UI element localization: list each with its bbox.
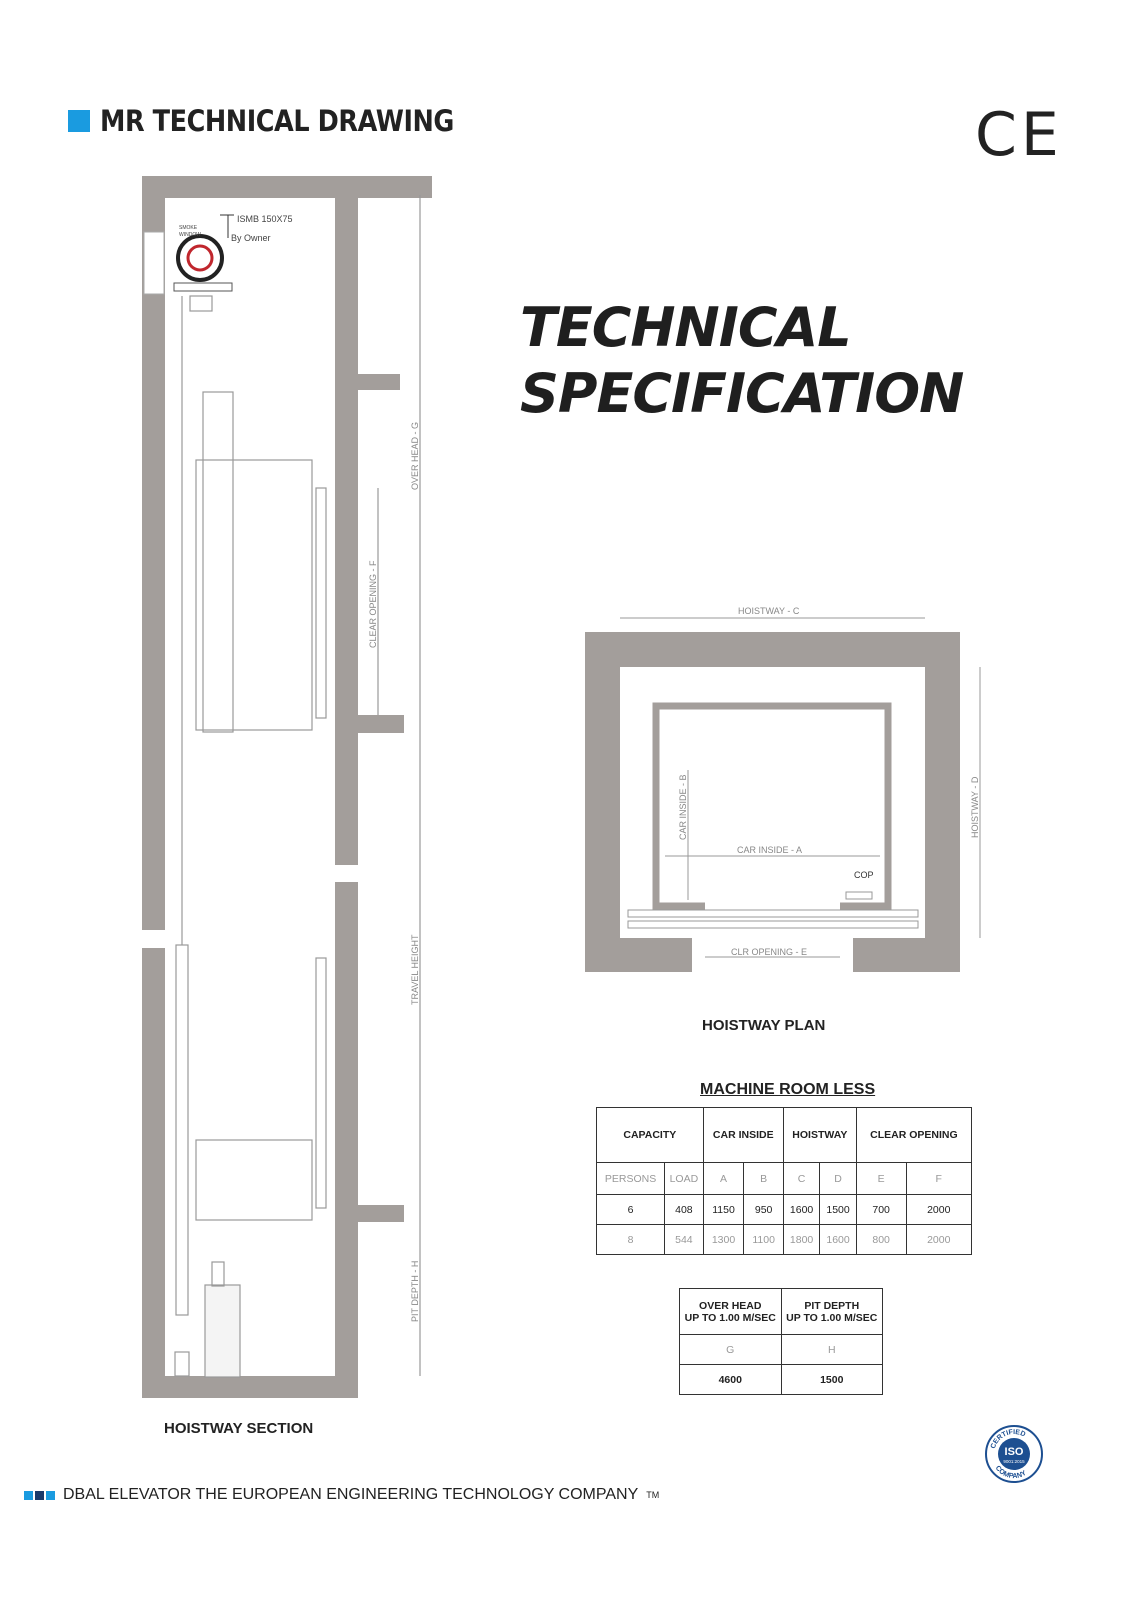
cell: 2000: [905, 1194, 973, 1225]
subheader: A: [702, 1162, 745, 1195]
group-header: CLEAR OPENING: [855, 1107, 973, 1163]
badge-std: 9001:2015: [1003, 1459, 1025, 1464]
window-label: WINDOW: [179, 232, 201, 238]
smoke-label: SMOKE: [179, 225, 198, 231]
cell: 2000: [905, 1224, 973, 1255]
hoistway-d-dimension: HOISTWAY - D: [970, 776, 980, 838]
cell: 1600: [819, 1224, 857, 1255]
footer: DBAL ELEVATOR THE EUROPEAN ENGINEERING T…: [24, 1486, 659, 1504]
cell: 1150: [702, 1194, 745, 1225]
beam-label: ISMB 150X75: [237, 214, 293, 224]
cell: 6: [595, 1194, 666, 1225]
subheader: C: [782, 1162, 821, 1195]
hoistway-c-dimension: HOISTWAY - C: [738, 606, 800, 616]
ce-mark: CE: [975, 100, 1063, 170]
machine-icon: [173, 234, 233, 292]
cell: 1300: [702, 1224, 745, 1255]
pit-header: PIT DEPTH: [804, 1299, 860, 1312]
spec-table: CAPACITY CAR INSIDE HOISTWAY CLEAR OPENI…: [595, 1107, 973, 1255]
cell: 4600: [679, 1364, 782, 1395]
accent-square: [68, 110, 90, 132]
owner-label: By Owner: [231, 233, 271, 243]
cell: 1100: [743, 1224, 784, 1255]
cell: 700: [855, 1194, 907, 1225]
cell: 408: [664, 1194, 704, 1225]
pit-depth-dimension: PIT DEPTH - H: [410, 1261, 420, 1322]
iso-badge: CERTIFIED COMPANY ISO 9001:2015: [985, 1425, 1043, 1483]
subheader: D: [819, 1162, 857, 1195]
cell: 8: [595, 1224, 666, 1255]
cell: H: [780, 1334, 883, 1365]
cell: 950: [743, 1194, 784, 1225]
cell: 544: [664, 1224, 704, 1255]
cell: G: [679, 1334, 782, 1365]
footer-squares: [24, 1490, 55, 1500]
footer-text: DBAL ELEVATOR THE EUROPEAN ENGINEERING T…: [63, 1486, 639, 1503]
headline: TECHNICAL SPECIFICATION: [520, 295, 964, 427]
trademark: TM: [646, 1490, 660, 1500]
cell: 1500: [780, 1364, 883, 1395]
clear-opening-dimension: CLEAR OPENING - F: [368, 560, 378, 648]
headline-line2: SPECIFICATION: [520, 362, 964, 425]
badge-main: ISO: [1005, 1446, 1024, 1458]
cell: 1500: [819, 1194, 857, 1225]
section-caption: HOISTWAY SECTION: [164, 1420, 314, 1437]
subheader: PERSONS: [595, 1162, 666, 1195]
page-title: MR TECHNICAL DRAWING: [100, 104, 454, 138]
group-header: CAR INSIDE: [702, 1107, 784, 1163]
subheader: LOAD: [664, 1162, 704, 1195]
subheader: B: [743, 1162, 784, 1195]
clr-opening-dimension: CLR OPENING - E: [731, 947, 807, 957]
plan-caption: HOISTWAY PLAN: [702, 1017, 826, 1034]
overhead-header: OVER HEAD: [699, 1299, 762, 1312]
hoistway-plan-drawing: HOISTWAY - C HOISTWAY - D CAR INSIDE - A…: [585, 606, 981, 972]
group-header: CAPACITY: [596, 1107, 704, 1163]
table-title: MACHINE ROOM LESS: [700, 1081, 876, 1098]
overhead-dimension: OVER HEAD - G: [410, 422, 420, 490]
cell: 1600: [782, 1194, 821, 1225]
headline-line1: TECHNICAL: [520, 296, 852, 359]
subheader: E: [855, 1162, 907, 1195]
cop-label: COP: [854, 870, 874, 880]
overhead-speed: UP TO 1.00 M/SEC: [684, 1311, 776, 1324]
subheader: F: [905, 1162, 973, 1195]
cell: 1800: [782, 1224, 821, 1255]
group-header: HOISTWAY: [782, 1107, 857, 1163]
travel-height-dimension: TRAVEL HEIGHT: [410, 934, 420, 1005]
car-inside-a-dimension: CAR INSIDE - A: [737, 845, 802, 855]
car-inside-b-dimension: CAR INSIDE - B: [678, 774, 688, 840]
pit-speed: UP TO 1.00 M/SEC: [786, 1311, 878, 1324]
cell: 800: [855, 1224, 907, 1255]
header: MR TECHNICAL DRAWING: [68, 104, 502, 138]
